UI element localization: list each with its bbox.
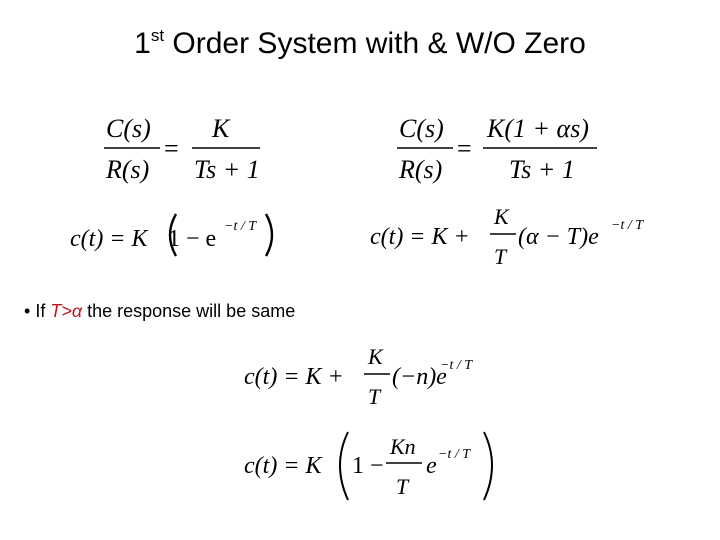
eq3-inner: 1 − e — [168, 226, 216, 252]
title-number: 1 — [134, 27, 151, 60]
title-text: Order System with & W/O Zero — [164, 27, 586, 60]
eq2-lhs-denominator: R(s) — [398, 155, 442, 184]
eq6-frac-denominator: T — [396, 474, 410, 499]
eq5-lhs: c(t) = K + — [244, 364, 344, 390]
eq6-left-paren — [339, 431, 349, 501]
eq6-frac-numerator: Kn — [389, 434, 416, 459]
eq1-rhs-denominator: Ts + 1 — [194, 155, 260, 184]
transfer-function-without-zero: C(s) R(s) = K Ts + 1 — [100, 112, 275, 187]
eq6-one-minus: 1 − — [352, 453, 384, 479]
eq6-tail: e — [426, 453, 437, 479]
eq2-lhs-numerator: C(s) — [399, 114, 444, 143]
eq3-left-paren — [168, 213, 178, 257]
eq3-lhs: c(t) = K — [70, 226, 150, 252]
bullet-condition: • If T>α the response will be same — [24, 298, 295, 324]
eq3-exponent: −t / T — [224, 219, 257, 234]
slide-title: 1st Order System with & W/O Zero — [0, 24, 720, 64]
response-with-kn: c(t) = K 1 − Kn T e −t / T — [244, 428, 509, 506]
eq4-frac-denominator: T — [494, 244, 508, 269]
title-superscript: st — [150, 26, 165, 45]
eq5-frac-numerator: K — [367, 344, 384, 369]
eq2-equals-sign: = — [457, 134, 472, 163]
equation-4-graphic: c(t) = K + K T (α − T)e −t / T — [370, 204, 644, 269]
equation-2-graphic: C(s) R(s) = K(1 + αs) Ts + 1 — [397, 114, 597, 184]
eq5-frac-denominator: T — [368, 384, 382, 409]
eq2-rhs-numerator: K(1 + αs) — [486, 114, 589, 143]
step-response-with-zero: c(t) = K + K T (α − T)e −t / T — [370, 204, 660, 270]
equation-1-graphic: C(s) R(s) = K Ts + 1 — [104, 114, 260, 184]
eq5-tail: (−n)e — [392, 364, 447, 390]
step-response-without-zero: c(t) = K 1 − e −t / T — [68, 208, 283, 263]
eq1-lhs-numerator: C(s) — [106, 114, 151, 143]
bullet-prefix: If — [30, 301, 51, 321]
eq6-right-paren — [483, 431, 493, 501]
eq1-equals-sign: = — [164, 134, 179, 163]
eq2-rhs-denominator: Ts + 1 — [509, 155, 575, 184]
equation-5-graphic: c(t) = K + K T (−n)e −t / T — [244, 344, 473, 409]
eq6-exponent: −t / T — [438, 447, 471, 462]
eq4-frac-numerator: K — [493, 204, 510, 229]
eq4-tail: (α − T)e — [518, 224, 599, 250]
eq6-lhs: c(t) = K — [244, 453, 324, 479]
eq4-exponent: −t / T — [611, 218, 644, 233]
bullet-marker: • — [24, 301, 31, 321]
equation-6-graphic: c(t) = K 1 − Kn T e −t / T — [244, 431, 493, 501]
response-negative-n: c(t) = K + K T (−n)e −t / T — [244, 342, 504, 412]
bullet-suffix: the response will be same — [82, 301, 296, 321]
eq4-lhs: c(t) = K + — [370, 224, 470, 250]
eq3-right-paren — [264, 213, 274, 257]
eq1-lhs-denominator: R(s) — [105, 155, 149, 184]
equation-3-graphic: c(t) = K 1 − e −t / T — [70, 213, 274, 257]
bullet-condition-highlight: T>α — [50, 301, 83, 321]
transfer-function-with-zero: C(s) R(s) = K(1 + αs) Ts + 1 — [393, 112, 603, 187]
eq1-rhs-numerator: K — [211, 114, 231, 143]
eq5-exponent: −t / T — [440, 358, 473, 373]
